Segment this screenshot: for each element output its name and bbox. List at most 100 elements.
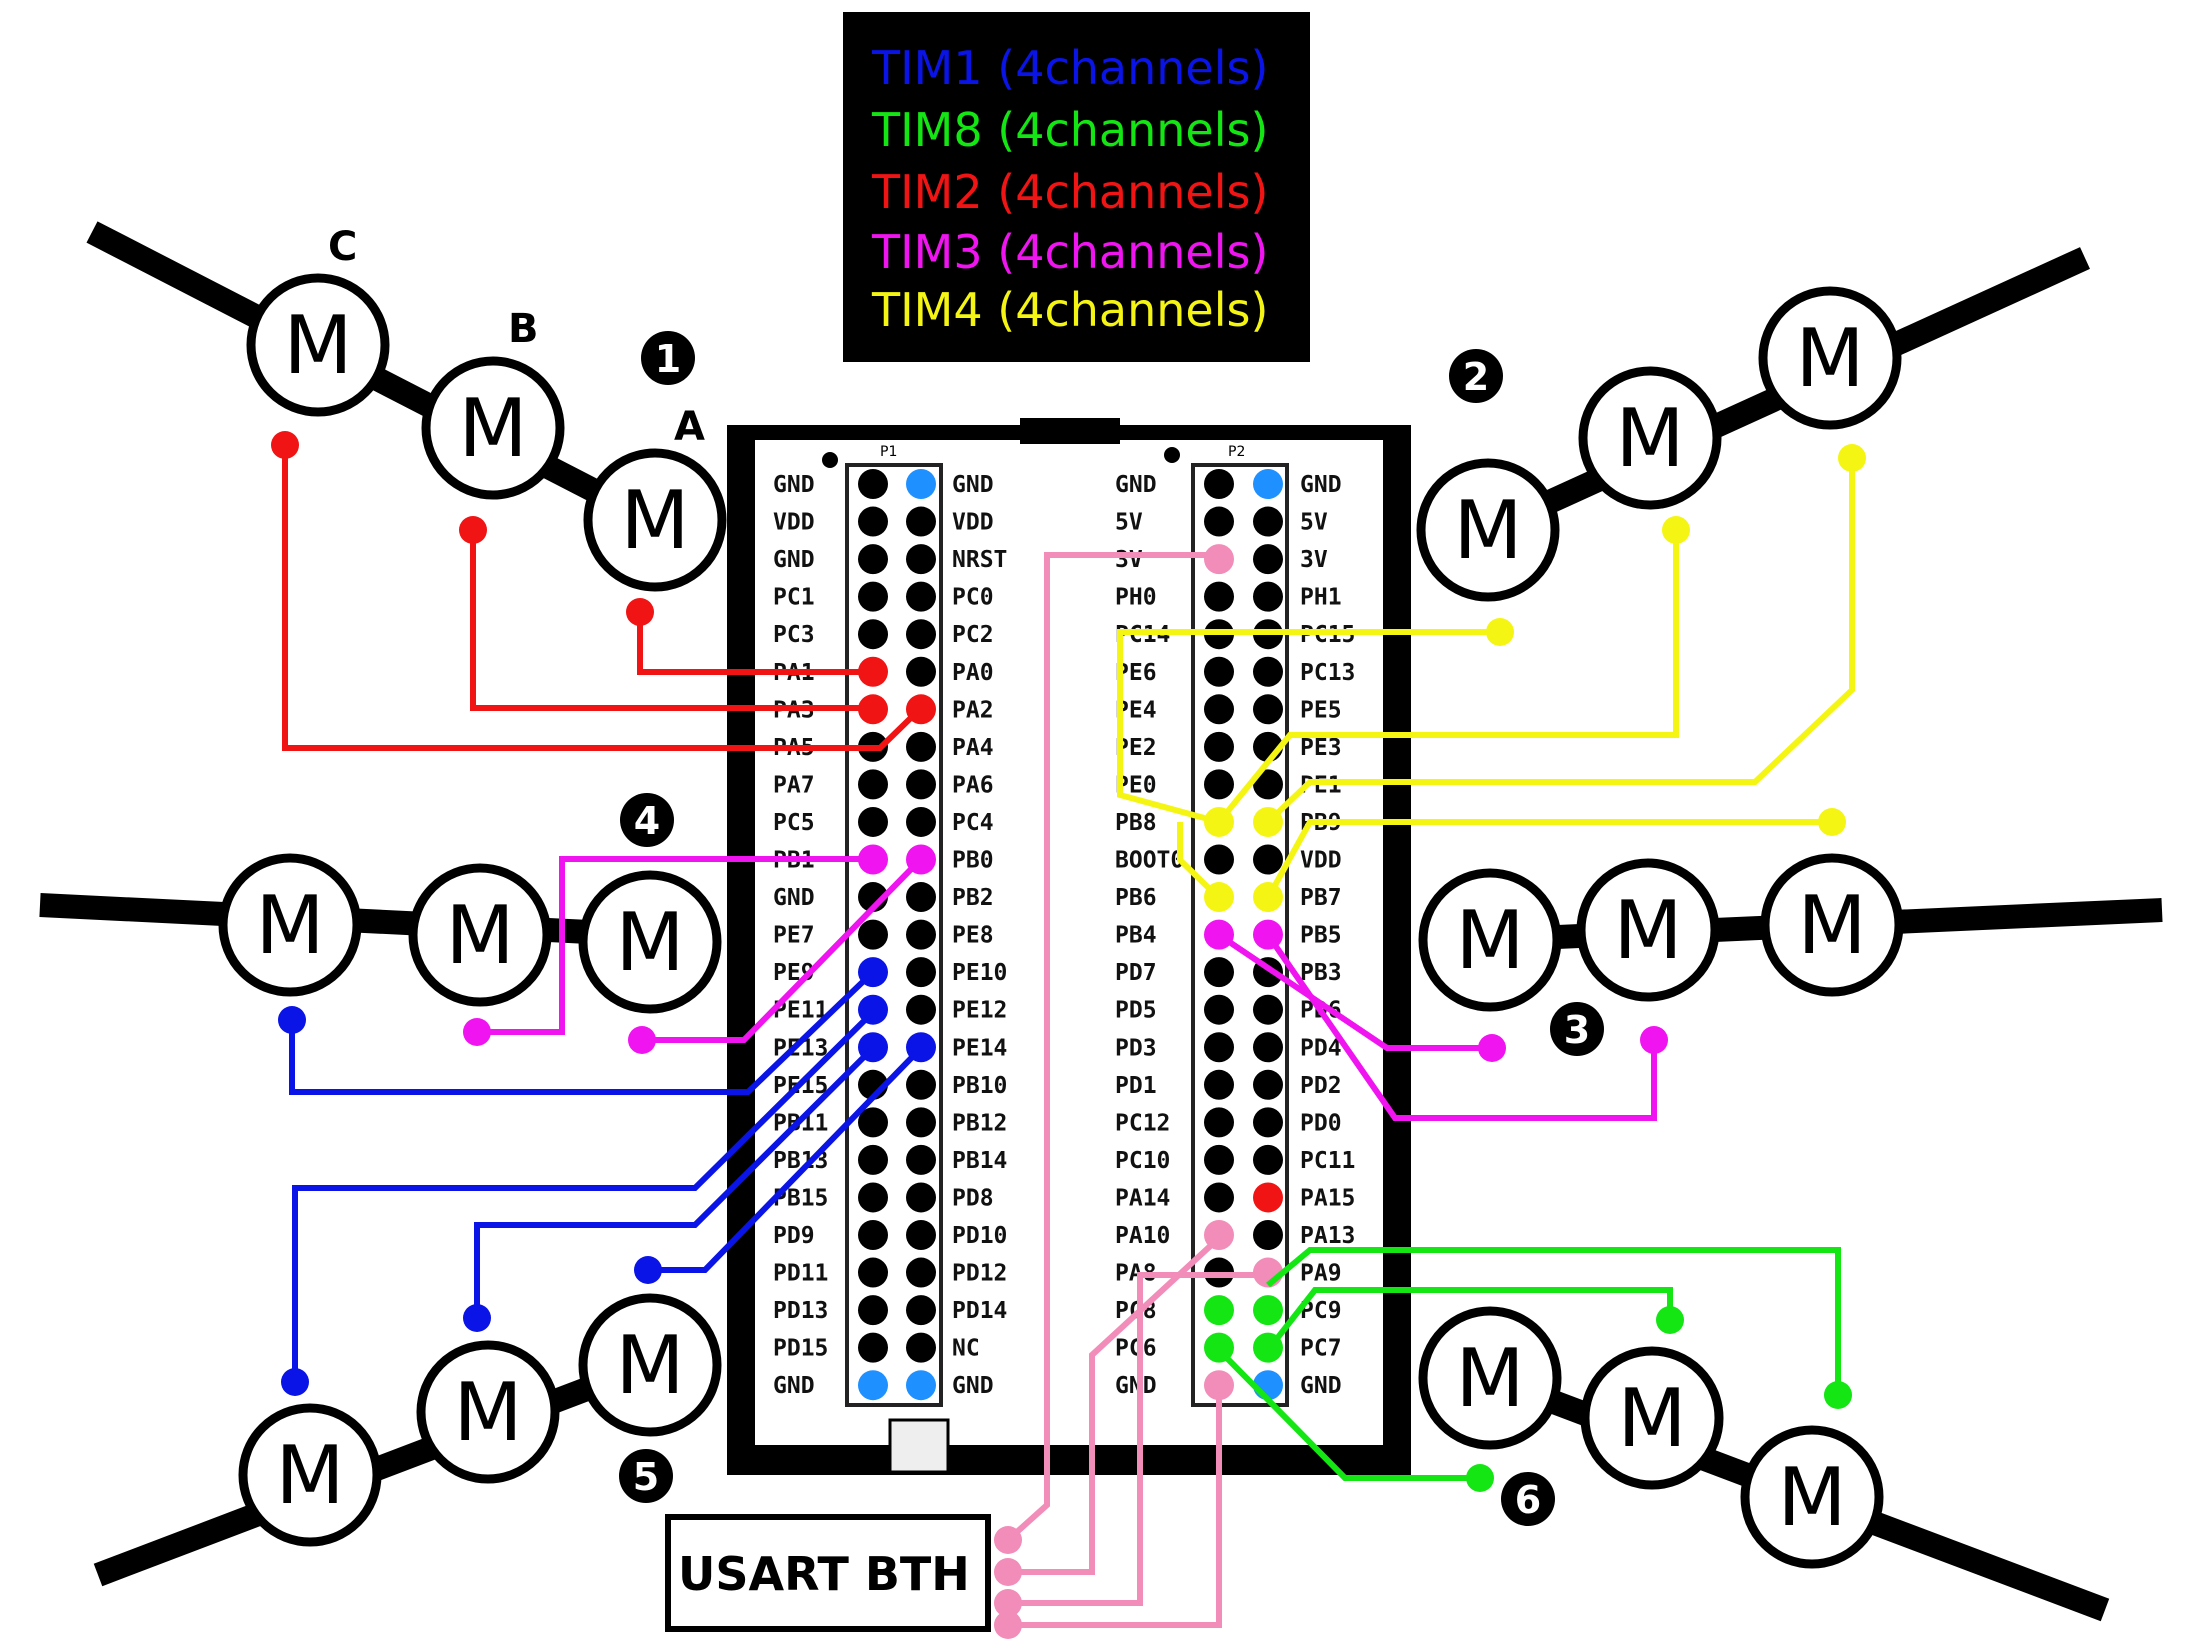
motor-body	[421, 356, 565, 500]
p1-pin-0-21	[858, 1257, 888, 1288]
p1-pin-0-23	[858, 1332, 888, 1363]
dot-tim2-a	[626, 598, 654, 626]
p1-pin-1-24	[906, 1370, 936, 1401]
arm-number-1-badge	[641, 331, 695, 385]
arm1-motor-a: M	[583, 448, 727, 592]
p2-left-label: PD5	[1115, 998, 1157, 1024]
p2-right-label: PA13	[1300, 1223, 1355, 1249]
p2-pin-0-18	[1204, 1144, 1234, 1175]
wire-tim1-arm4-c	[289, 969, 876, 1095]
p1-pin-1-17	[906, 1107, 936, 1138]
p2-pin-0-15	[1204, 1032, 1234, 1063]
wire-usart-pa9	[1008, 1272, 1268, 1606]
motor-label: M	[1455, 894, 1524, 987]
motor-label: M	[620, 474, 689, 567]
p1-right-label: NC	[952, 1336, 980, 1362]
motor-label: M	[255, 879, 324, 972]
p1-pin-1-19	[906, 1182, 936, 1213]
p1-right-label: PB14	[952, 1148, 1007, 1174]
dot-tim4-3c	[1818, 808, 1846, 836]
p2-pin-1-8	[1253, 769, 1283, 800]
motor-body	[408, 863, 552, 1007]
p1-right-label: PE10	[952, 960, 1007, 986]
p1-left-label: GND	[773, 472, 815, 498]
p1-left-label: PC3	[773, 622, 815, 648]
motor-label: M	[275, 1429, 344, 1522]
dot-tim3-4b	[463, 1018, 491, 1046]
p2-pin-1-20	[1253, 1220, 1283, 1250]
p2-right-label: VDD	[1300, 848, 1342, 874]
p2-pin-0-13	[1204, 957, 1234, 988]
p1-pin-1-21	[906, 1257, 936, 1288]
p2-pin-0-0	[1204, 469, 1234, 499]
p1-right-label: PD14	[952, 1298, 1007, 1324]
dot-tim8-6a	[1466, 1464, 1494, 1492]
p1-pin-0-0	[858, 469, 888, 499]
p1-pin-0-17	[858, 1107, 888, 1138]
p1-right-label: PB10	[952, 1073, 1007, 1099]
p1-right-label: PB2	[952, 885, 994, 911]
motor-body	[578, 870, 722, 1014]
arm-number-4: 4	[634, 799, 660, 843]
motor-body	[218, 853, 362, 997]
legend-item-tim1: TIM1 (4channels)	[871, 41, 1268, 95]
arm1-motor-c: M	[246, 273, 390, 417]
p1-right-label: PA0	[952, 660, 994, 686]
p2-pin-1-10	[1253, 844, 1283, 875]
board-top-connector	[1020, 418, 1120, 444]
p1-pin-1-16	[906, 1069, 936, 1100]
motor-body	[1418, 1306, 1562, 1450]
motor-body	[1578, 366, 1722, 510]
arm4-motor-c: M	[218, 853, 362, 997]
p1-right-label: VDD	[952, 510, 994, 536]
p1-right-label: PD8	[952, 1185, 994, 1211]
p1-pin-1-8	[906, 769, 936, 800]
arm-number-badges: 1 2 3 4 5 6	[619, 331, 1604, 1526]
motor-body	[1580, 1346, 1724, 1490]
p1-pin-0-3	[858, 581, 888, 612]
motor-label: M	[1613, 884, 1682, 977]
motor-body	[1418, 868, 1562, 1012]
p1-left-label: PD15	[773, 1336, 828, 1362]
p2-left-label: PA10	[1115, 1223, 1170, 1249]
p2-pin-0-5	[1204, 656, 1234, 687]
wire-tim1-arm5-a	[648, 1045, 924, 1273]
p1-left-label: PD11	[773, 1261, 828, 1287]
p2-pin-0-3	[1204, 581, 1234, 612]
dot-usart-3	[994, 1589, 1022, 1617]
p1-right-label: PA6	[952, 772, 994, 798]
p1-pin-1-14	[906, 994, 936, 1025]
p1-pin-1-1	[906, 506, 936, 537]
p1-pin-1-18	[906, 1144, 936, 1175]
p2-left-label: PB4	[1115, 923, 1157, 949]
wire-tim4-arm2-b	[1216, 530, 1679, 824]
p2-pin-0-2	[1204, 544, 1234, 575]
p2-right-label: PD4	[1300, 1035, 1342, 1061]
p1-right-label: NRST	[952, 547, 1007, 573]
p2-left-label: PD7	[1115, 960, 1157, 986]
p1-pin-0-24	[858, 1370, 888, 1401]
p1-pin-1-23	[906, 1332, 936, 1363]
p2-left-label: PH0	[1115, 585, 1157, 611]
arm-number-6: 6	[1515, 1478, 1541, 1522]
arm-number-5: 5	[633, 1455, 659, 1499]
dot-usart-4	[994, 1611, 1022, 1639]
motor-label: M	[453, 1366, 522, 1459]
arm3-motor-a: M	[1418, 868, 1562, 1012]
dot-tim8-6c	[1824, 1381, 1852, 1409]
motor-label: M	[1777, 1451, 1846, 1544]
arm6-motor-a: M	[1418, 1306, 1562, 1450]
p2-right-label: PC7	[1300, 1336, 1342, 1362]
wire-tim1-arm5-b	[474, 1045, 876, 1318]
p1-header-label: P1	[880, 444, 897, 460]
p2-pin-0-19	[1204, 1182, 1234, 1213]
p1-pin-1-11	[906, 882, 936, 913]
p2-pin-1-3	[1253, 581, 1283, 612]
arm2-motor-b: M	[1578, 366, 1722, 510]
wire-tim3-arm3-a	[1217, 932, 1492, 1051]
p2-pin-1-5	[1253, 656, 1283, 687]
arm-number-3: 3	[1564, 1008, 1590, 1052]
p2-right-label: PD2	[1300, 1073, 1342, 1099]
wire-tim1-arm5-c	[292, 1009, 876, 1382]
